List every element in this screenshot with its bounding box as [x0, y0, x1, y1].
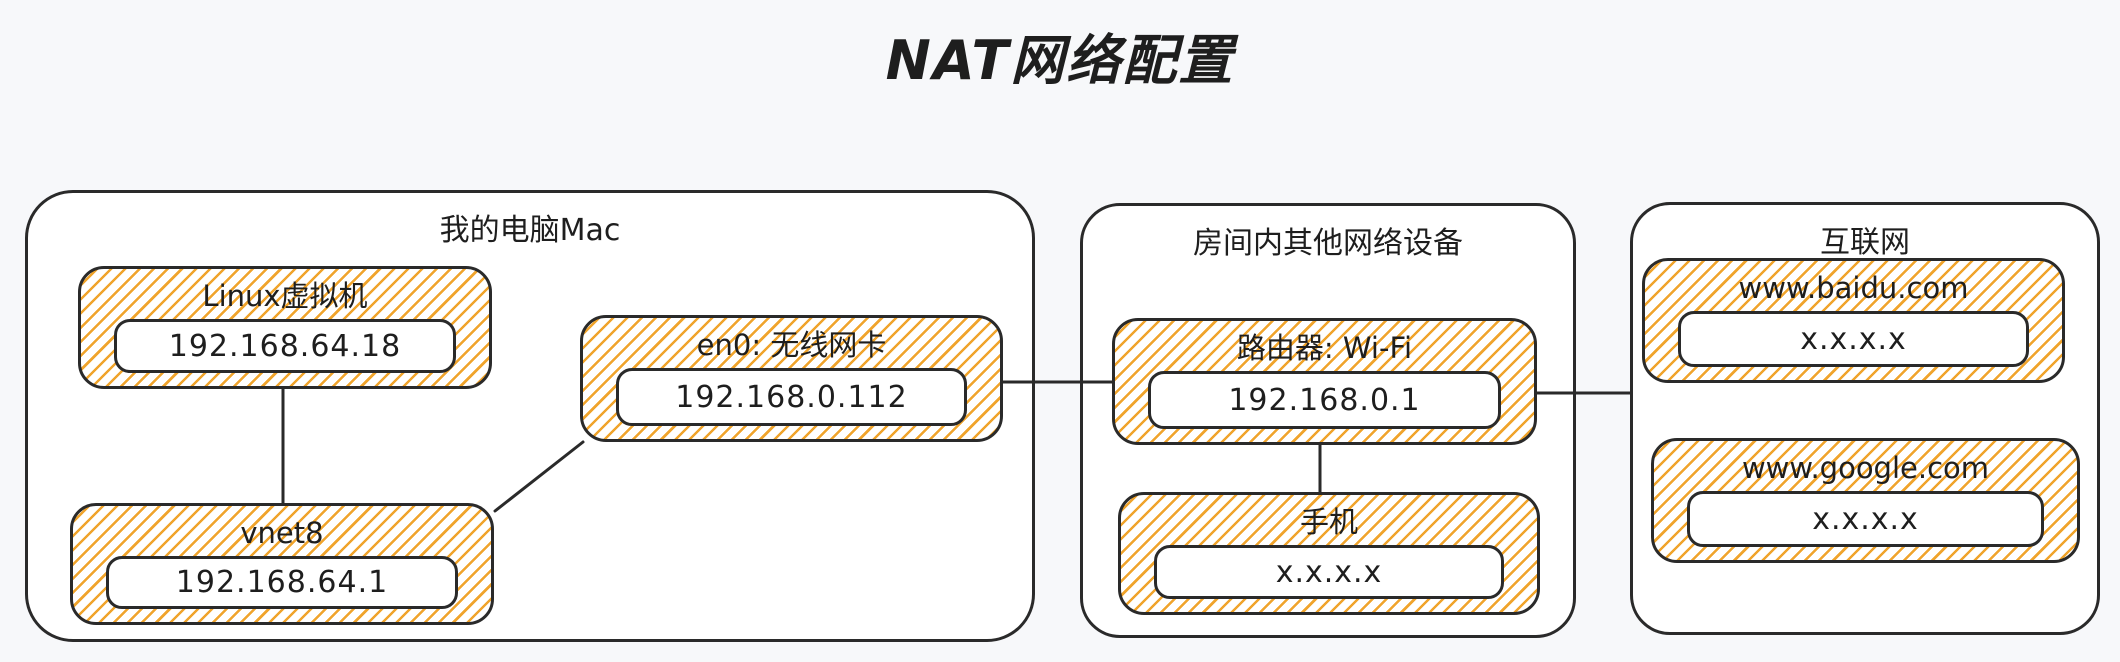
node-google-label: www.google.com	[1741, 451, 1990, 485]
node-phone-label: 手机	[1299, 505, 1358, 539]
node-vnet8: vnet8 192.168.64.1	[70, 503, 494, 625]
node-google-ip: x.x.x.x	[1687, 491, 2044, 547]
group-label-room: 房间内其他网络设备	[1193, 226, 1463, 261]
node-baidu-ip: x.x.x.x	[1678, 311, 2029, 367]
node-linux-vm-label: Linux虚拟机	[202, 279, 368, 313]
node-router-wifi: 路由器: Wi-Fi 192.168.0.1	[1112, 318, 1537, 445]
node-phone-ip: x.x.x.x	[1154, 545, 1504, 599]
node-en0-label: en0: 无线网卡	[696, 328, 887, 362]
group-label-internet: 互联网	[1820, 225, 1910, 260]
node-router-ip: 192.168.0.1	[1148, 371, 1501, 429]
node-vnet8-ip: 192.168.64.1	[106, 556, 458, 609]
group-label-mac: 我的电脑Mac	[439, 213, 621, 248]
node-router-label: 路由器: Wi-Fi	[1236, 331, 1413, 365]
node-linux-vm-ip: 192.168.64.18	[114, 319, 456, 373]
node-baidu-label: www.baidu.com	[1738, 271, 1969, 305]
diagram-title: NAT网络配置	[885, 29, 1235, 92]
node-vnet8-label: vnet8	[240, 516, 324, 550]
node-en0-ip: 192.168.0.112	[616, 368, 967, 426]
node-linux-vm: Linux虚拟机 192.168.64.18	[78, 266, 492, 389]
node-en0-wireless: en0: 无线网卡 192.168.0.112	[580, 315, 1003, 442]
node-www-baidu-com: www.baidu.com x.x.x.x	[1642, 258, 2065, 383]
node-www-google-com: www.google.com x.x.x.x	[1651, 438, 2080, 563]
node-phone: 手机 x.x.x.x	[1118, 492, 1540, 615]
